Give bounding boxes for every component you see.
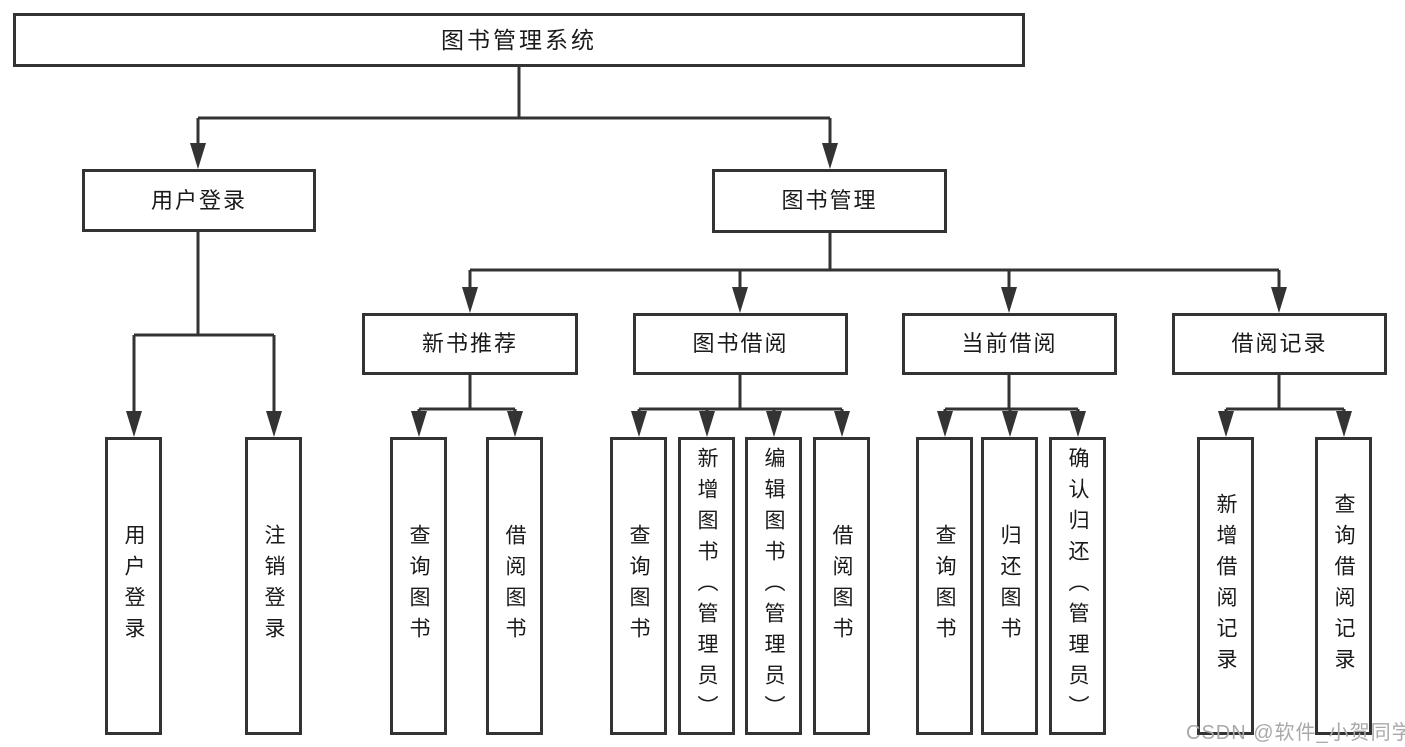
node-current-borrow-label: 当前借阅 (961, 331, 1058, 356)
arrowhead-leaf-user-login (126, 411, 142, 437)
node-leaf-br-query-record-label: 查询借阅记录 (1332, 493, 1355, 679)
node-leaf-cb-return-books: 归还图书 (981, 437, 1038, 735)
node-leaf-nb-query-books-label: 查询图书 (407, 524, 430, 648)
arrowhead-current-borrow (1001, 287, 1017, 313)
node-leaf-user-login: 用户登录 (105, 437, 162, 735)
arrowhead-book-borrow (732, 287, 748, 313)
node-borrow-record: 借阅记录 (1172, 313, 1387, 375)
arrowhead-book-mgmt (822, 143, 838, 169)
arrowhead-borrow-record (1271, 287, 1287, 313)
node-current-borrow: 当前借阅 (902, 313, 1117, 375)
node-leaf-logout: 注销登录 (245, 437, 302, 735)
node-borrow-record-label: 借阅记录 (1231, 331, 1328, 356)
node-book-management-label: 图书管理 (781, 188, 878, 213)
node-leaf-nb-query-books: 查询图书 (390, 437, 447, 735)
arrowhead-new-book (462, 287, 478, 313)
arrowhead-bb-query (631, 411, 647, 437)
node-new-book-recommend-label: 新书推荐 (421, 331, 518, 356)
node-leaf-user-login-label: 用户登录 (122, 524, 145, 648)
node-leaf-br-add-record: 新增借阅记录 (1197, 437, 1254, 735)
node-library-system-label: 图书管理系统 (441, 26, 597, 53)
node-leaf-cb-confirm-return-admin-label: 确认归还（管理员） (1066, 446, 1089, 726)
node-leaf-cb-confirm-return-admin: 确认归还（管理员） (1049, 437, 1106, 735)
node-leaf-br-add-record-label: 新增借阅记录 (1214, 493, 1237, 679)
node-leaf-cb-query-books: 查询图书 (916, 437, 973, 735)
node-leaf-bb-query-books-label: 查询图书 (627, 524, 650, 648)
node-book-borrow-label: 图书借阅 (692, 331, 789, 356)
node-library-system: 图书管理系统 (13, 13, 1025, 67)
arrowhead-cb-return (1002, 411, 1018, 437)
node-leaf-bb-query-books: 查询图书 (610, 437, 667, 735)
edge-new-book-to-leaves (417, 375, 517, 413)
node-leaf-logout-label: 注销登录 (262, 524, 285, 648)
edge-book-mgmt-to-level3 (468, 233, 1281, 290)
node-leaf-cb-return-books-label: 归还图书 (998, 524, 1021, 648)
arrowhead-cb-query (937, 411, 953, 437)
arrowhead-nb-query (411, 411, 427, 437)
node-leaf-nb-borrow-books-label: 借阅图书 (503, 524, 526, 648)
node-new-book-recommend: 新书推荐 (362, 313, 578, 375)
node-leaf-cb-query-books-label: 查询图书 (933, 524, 956, 648)
edge-book-borrow-to-leaves (637, 375, 844, 413)
arrowhead-nb-borrow (507, 411, 523, 437)
edge-root-to-level2 (196, 67, 832, 146)
arrowhead-bb-borrow (834, 411, 850, 437)
arrowhead-br-add (1218, 411, 1234, 437)
node-leaf-bb-borrow-books: 借阅图书 (813, 437, 870, 735)
arrowhead-leaf-logout (266, 411, 282, 437)
arrowhead-cb-confirm (1070, 411, 1086, 437)
node-leaf-nb-borrow-books: 借阅图书 (486, 437, 543, 735)
node-leaf-bb-edit-books-admin: 编辑图书（管理员） (745, 437, 802, 735)
arrowhead-br-query (1336, 411, 1352, 437)
edge-borrow-record-to-leaves (1224, 375, 1346, 413)
node-user-login-label: 用户登录 (150, 187, 247, 213)
watermark-text: CSDN @软件_小贺同学 (1186, 722, 1405, 744)
node-leaf-br-query-record: 查询借阅记录 (1315, 437, 1372, 735)
node-user-login: 用户登录 (82, 169, 316, 232)
arrowhead-bb-edit (766, 411, 782, 437)
node-book-borrow: 图书借阅 (633, 313, 848, 375)
arrowhead-bb-add (699, 411, 715, 437)
node-leaf-bb-borrow-books-label: 借阅图书 (830, 524, 853, 648)
node-leaf-bb-edit-books-admin-label: 编辑图书（管理员） (762, 446, 785, 726)
node-book-management: 图书管理 (712, 169, 947, 233)
edge-user-login-to-leaves (132, 232, 276, 412)
node-leaf-bb-add-books-admin: 新增图书（管理员） (678, 437, 735, 735)
arrowhead-user-login (190, 143, 206, 169)
edge-current-borrow-to-leaves (943, 375, 1080, 413)
node-leaf-bb-add-books-admin-label: 新增图书（管理员） (695, 446, 718, 726)
